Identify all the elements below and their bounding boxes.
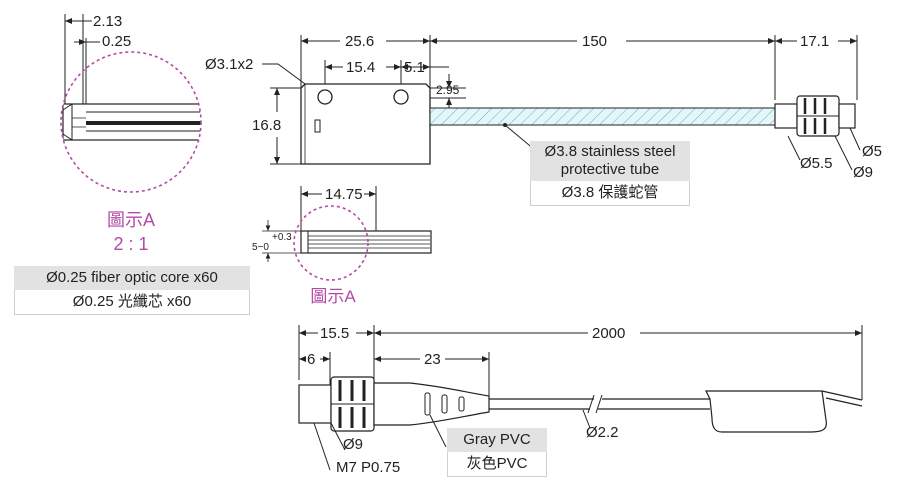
- dim-23: 23: [424, 351, 441, 368]
- dim-15-4: 15.4: [346, 59, 375, 76]
- dim-17-1: 17.1: [800, 33, 829, 50]
- detail-a-circle: [60, 51, 202, 193]
- cable-en: Gray PVC: [447, 428, 547, 452]
- dim-25-6: 25.6: [345, 33, 374, 50]
- tube-zh: Ø3.8 保護蛇管: [530, 181, 690, 206]
- dim-phi5: Ø5: [862, 143, 882, 160]
- dim-0-25: 0.25: [102, 33, 131, 50]
- dim-16-8: 16.8: [252, 117, 281, 134]
- fiber-core-callout: Ø0.25 fiber optic core x60 Ø0.25 光纖芯 x60: [14, 266, 250, 315]
- tol-base: 5−0: [252, 242, 269, 253]
- detail-a-scale: 2 : 1: [113, 234, 149, 254]
- cable-callout: Gray PVC 灰色PVC: [447, 428, 547, 477]
- sensor-head-top-view: 14.75 +0.3 5−0: [252, 186, 432, 281]
- tube-en-line1: Ø3.8 stainless steel: [544, 143, 676, 160]
- fiber-core-en: Ø0.25 fiber optic core x60: [14, 266, 250, 290]
- hole-spec: Ø3.1x2: [205, 56, 253, 73]
- dim-14-75: 14.75: [325, 186, 363, 203]
- mount-hole-right: [393, 89, 409, 105]
- dim-phi9-top: Ø9: [853, 164, 873, 181]
- dim-15-5: 15.5: [320, 325, 349, 342]
- sensor-head-side-view: 25.6 150 17.1 15.4 5.1 2.95 Ø3.1x2: [205, 33, 882, 181]
- detail-a-marker-circle: [293, 205, 369, 281]
- dim-6: 6: [307, 351, 315, 368]
- stainless-steel-tube: [429, 107, 776, 126]
- detail-a-title: 圖示A: [106, 210, 155, 230]
- dim-phi5-5: Ø5.5: [800, 155, 833, 172]
- cable-zh: 灰色PVC: [447, 452, 547, 477]
- tol-plus: +0.3: [272, 232, 292, 243]
- tube-end-connector: [774, 95, 861, 171]
- tube-callout: Ø3.8 stainless steel protective tube Ø3.…: [530, 141, 690, 206]
- dim-150: 150: [582, 33, 607, 50]
- detail-a-small-label: 圖示A: [310, 287, 356, 306]
- dim-phi2-2: Ø2.2: [586, 424, 619, 441]
- cable-assembly-view: 15.5 2000 6 23: [298, 325, 863, 476]
- dim-5-1: 5.1: [404, 59, 425, 76]
- dim-2-95: 2.95: [436, 83, 460, 97]
- dim-2-13: 2.13: [93, 13, 122, 30]
- mount-hole-left: [317, 89, 333, 105]
- tube-en-line2: protective tube: [560, 161, 660, 178]
- dim-phi9-bottom: Ø9: [343, 436, 363, 453]
- sensor-head-body: [300, 83, 431, 165]
- thread-spec: M7 P0.75: [336, 459, 400, 476]
- fiber-core-zh: Ø0.25 光纖芯 x60: [14, 290, 250, 315]
- dim-2000: 2000: [592, 325, 625, 342]
- detail-a-view: 2.13 0.25: [60, 13, 202, 193]
